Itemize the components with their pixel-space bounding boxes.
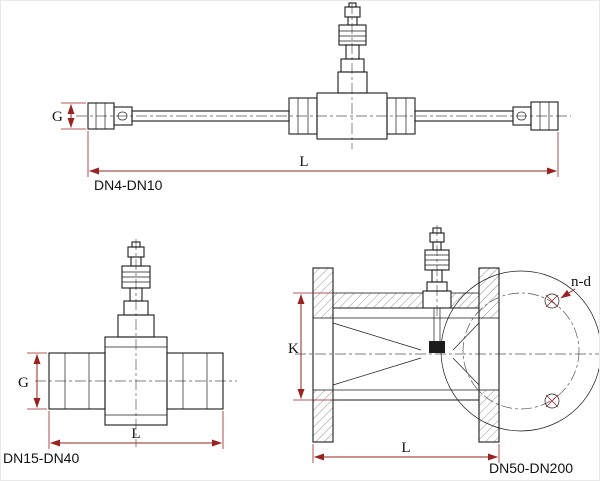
flange-end-view <box>440 270 599 432</box>
dimension-k: K <box>288 292 333 401</box>
dimension-g: G <box>18 352 47 410</box>
left-thread-fitting <box>48 352 106 410</box>
dimension-l: L <box>87 131 559 177</box>
drawing-dn15-dn40: G L DN15-DN40 <box>3 239 237 466</box>
meter-tube-section <box>332 292 480 401</box>
drawing-dn50-dn200: n-d K L DN50-DN200 <box>288 225 599 476</box>
dim-label-g: G <box>18 375 29 391</box>
dimension-l: L <box>312 440 500 463</box>
left-thread-fitting <box>87 102 133 130</box>
right-flange <box>478 267 500 443</box>
right-thread-fitting <box>512 101 559 131</box>
size-range-label-dn4-dn10: DN4-DN10 <box>94 177 163 193</box>
size-range-label-dn50-dn200: DN50-DN200 <box>489 460 573 476</box>
dimension-g: G <box>52 102 86 130</box>
sensor-transmitter <box>337 2 368 94</box>
dim-label-l: L <box>401 440 410 456</box>
size-range-label-dn15-dn40: DN15-DN40 <box>3 450 79 466</box>
bolt-hole-top <box>544 293 560 309</box>
left-flange <box>312 267 334 443</box>
bolt-circle <box>462 292 580 410</box>
bolt-hole-bottom <box>544 393 560 409</box>
drawing-dn4-dn10: G L DN4-DN10 <box>52 2 571 193</box>
dim-label-k: K <box>288 341 299 357</box>
dim-label-l: L <box>131 426 140 442</box>
meter-body <box>288 92 416 140</box>
dim-label-g: G <box>52 109 63 125</box>
right-thread-fitting <box>166 352 224 410</box>
dim-label-l: L <box>299 154 308 170</box>
bolt-holes-label: n-d <box>571 274 591 290</box>
bolt-holes-callout: n-d <box>560 274 591 299</box>
turbine-rotor <box>429 341 445 353</box>
dimension-l: L <box>48 411 224 449</box>
sensor-transmitter <box>422 227 452 309</box>
